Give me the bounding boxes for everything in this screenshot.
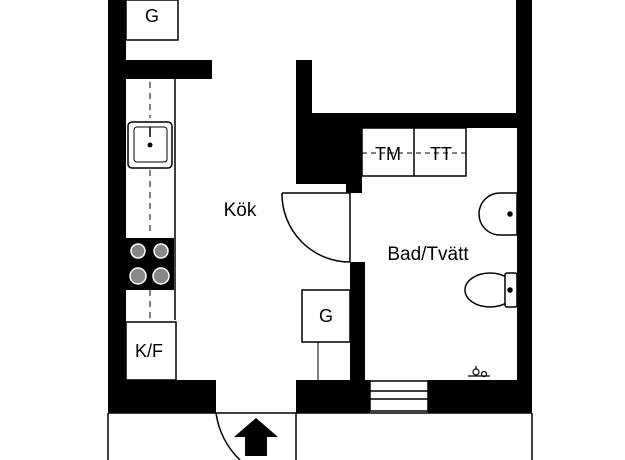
sink-icon [127,121,173,169]
wardrobe-top: G [125,0,179,41]
kitchen-label: Kök [224,200,257,221]
upper-left-wall [108,60,212,79]
toilet-icon [464,272,518,308]
left-outer-wall [108,0,126,413]
kitchen-counter [149,79,176,320]
kitchen-upper-wall-post [296,60,311,115]
tumble-dryer-label: TT [430,144,452,164]
bathroom-label: Bad/Tvätt [387,244,469,265]
exterior-lines [107,412,533,460]
faucet-icon [468,366,490,378]
bottom-left-wall [108,380,216,413]
bathroom-door [281,192,351,263]
fridge-freezer-label: K/F [135,341,163,361]
bathroom-left-wall [350,262,365,382]
bottom-middle-wall [296,380,370,413]
wardrobe-middle-label: G [319,306,333,326]
wardrobe-top-label: G [145,6,159,26]
stove-icon [126,238,174,290]
walls [108,0,532,413]
entrance-door [215,412,296,460]
right-outer-wall [517,0,532,413]
arrow-up-icon [234,418,278,456]
fridge-freezer: K/F [125,321,177,381]
upper-room-outline [310,0,518,113]
bathroom-pillar-step [346,113,362,193]
bottom-right-wall [428,380,532,413]
washing-machine-label: TM [375,144,401,164]
washbasin-icon [478,192,518,236]
wardrobe-middle: G [301,289,351,380]
laundry-appliances [361,127,467,177]
window [369,380,429,412]
